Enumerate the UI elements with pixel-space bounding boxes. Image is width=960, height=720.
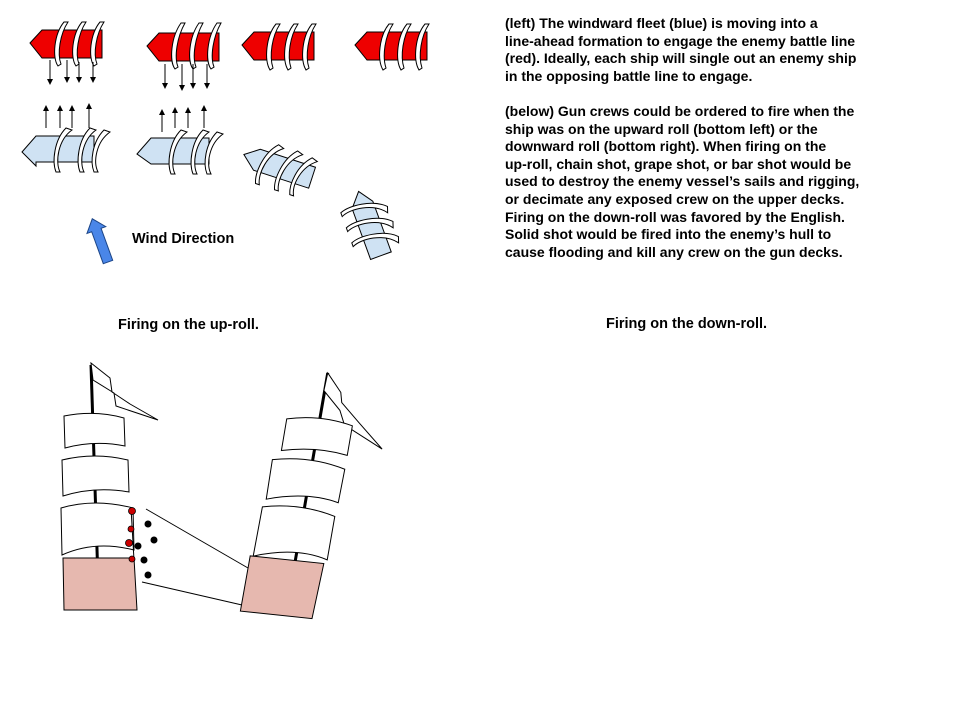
up-roll-title: Firing on the up-roll. [118,317,259,333]
shot-projectiles [134,520,158,579]
up-roll-firing-ship [60,361,249,611]
up-roll-target-ship [239,371,383,620]
description-text: (left) The windward fleet (blue) is movi… [505,15,905,279]
down-roll-title: Firing on the down-roll. [606,316,768,332]
wind-direction-arrow-icon [86,218,114,265]
windward-fleet [21,127,400,261]
roll-description: (below) Gun crews could be ordered to fi… [505,102,860,260]
windward-ship-4 [340,190,400,261]
enemy-ship-1 [29,21,105,67]
enemy-ship-3 [241,23,317,71]
up-roll-panel [60,361,383,620]
wind-direction-label: Wind Direction [132,231,235,247]
enemy-ship-4 [354,23,430,71]
windward-ship-1 [21,127,112,173]
enemy-fleet [29,21,430,71]
enemy-fire-arrows [47,60,210,91]
muzzle-flashes [125,507,136,563]
windward-fire-arrows [43,103,207,132]
enemy-ship-2 [146,22,222,70]
windward-ship-2 [136,129,225,175]
fleet-description: (left) The windward fleet (blue) is movi… [505,15,857,84]
windward-ship-3 [243,144,319,197]
